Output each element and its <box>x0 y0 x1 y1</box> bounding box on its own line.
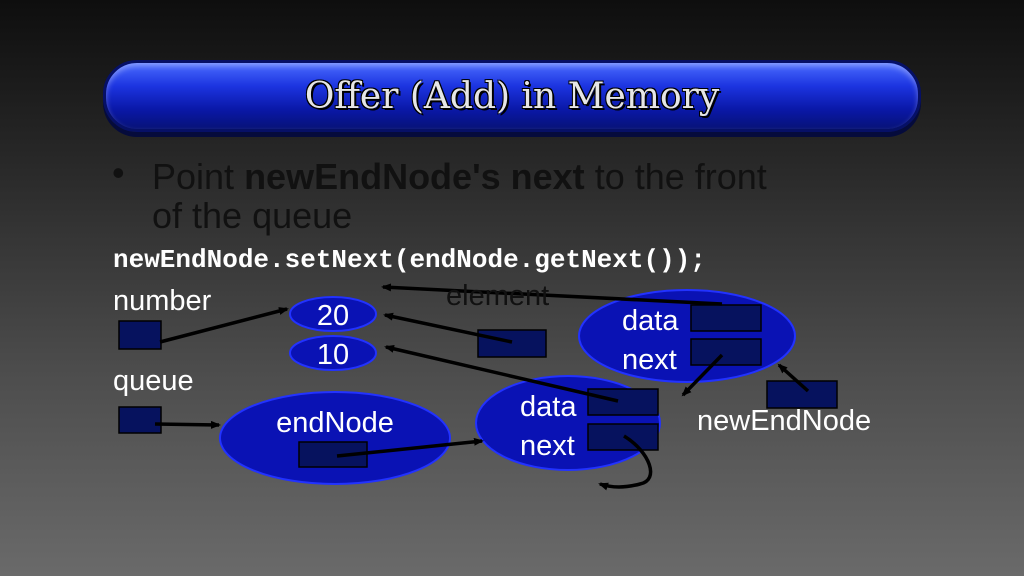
number-label: number <box>113 285 212 317</box>
bullet-line-1: Point newEndNode's next to the front <box>152 157 767 197</box>
value-10-ellipse <box>289 335 377 371</box>
endnode-label: endNode <box>276 407 394 439</box>
number-box <box>118 320 162 350</box>
arrow-number-to-20 <box>159 307 289 344</box>
title-bar: Offer (Add) in Memory <box>103 60 921 132</box>
arrow-element-to-20 <box>383 312 513 344</box>
bullet-line-2: of the queue <box>152 195 353 236</box>
node2-data-label: data <box>622 305 679 337</box>
element-box <box>477 329 547 358</box>
newendnode-box <box>766 380 838 409</box>
arrow-queue-to-endnode <box>154 420 221 429</box>
node2-next-label: next <box>622 344 677 376</box>
bullet-dot: • <box>112 152 125 193</box>
queue-label: queue <box>113 365 194 397</box>
node1-next-box <box>587 423 659 451</box>
node1-data-label: data <box>520 391 577 423</box>
endnode-ellipse <box>219 391 451 485</box>
arrow-node1-next-loop <box>598 434 653 491</box>
value-20-ellipse <box>289 296 377 332</box>
queue-box <box>118 406 162 434</box>
arrow-endnode-to-node1 <box>336 437 484 458</box>
bullet-line1-pre: Point <box>152 156 245 197</box>
code-line: newEndNode.setNext(endNode.getNext()); <box>113 245 706 275</box>
arrow-newendnode-to-node2 <box>777 363 810 393</box>
arrow-node2-next-to-node1 <box>681 353 724 397</box>
arrow-node2-data-to-20 <box>381 283 723 306</box>
newendnode-label: newEndNode <box>697 405 872 437</box>
node1-next-label: next <box>520 430 575 462</box>
value-20-label: 20 <box>317 300 349 332</box>
bullet-line1-post: to the front <box>584 156 767 197</box>
element-label: element <box>446 280 550 312</box>
node2-next-box <box>690 338 762 366</box>
bullet-line1-bold: newEndNode's next <box>244 156 585 197</box>
node1-data-box <box>587 388 659 416</box>
arrow-node1-data-to-10 <box>384 344 619 403</box>
node2-data-box <box>690 304 762 332</box>
value-10-label: 10 <box>317 339 349 371</box>
slide-title: Offer (Add) in Memory <box>304 75 720 117</box>
